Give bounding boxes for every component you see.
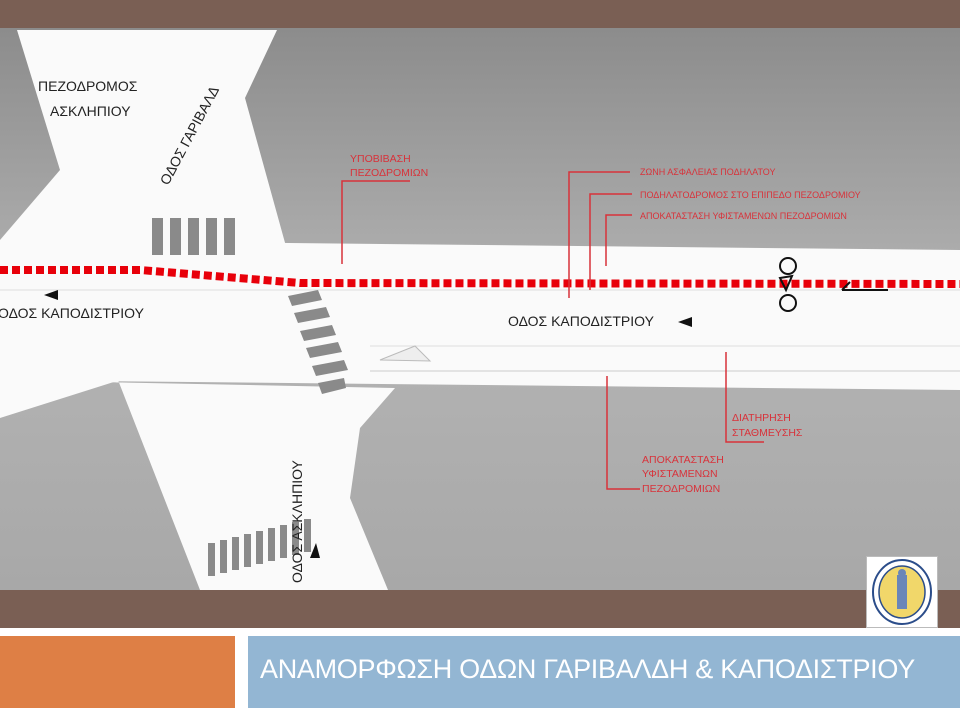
label-asklipiou-ped: ΑΣΚΛΗΠΙΟΥ — [50, 103, 131, 119]
label-diatirisi: ΔΙΑΤΗΡΗΣΗ — [732, 412, 791, 424]
bottom-bar — [0, 590, 960, 628]
annotation-leaders — [341, 171, 764, 490]
road-kapodistriou — [0, 240, 960, 390]
municipality-logo — [866, 556, 938, 628]
crosswalk-garivaldi — [152, 218, 235, 255]
crosswalk-asklipiou — [208, 519, 311, 576]
arrow-left-icon — [44, 290, 58, 300]
arrow-left-icon — [678, 317, 692, 327]
street-plan-map: ΠΕΖΟΔΡΟΜΟΣ ΑΣΚΛΗΠΙΟΥ ΟΔΟΣ ΓΑΡΙΒΑΛΔ ΟΔΟΣ … — [0, 28, 960, 590]
arrow-left-icon — [841, 281, 888, 291]
accent-box — [0, 636, 235, 708]
label-apokatastasi-top: ΑΠΟΚΑΤΑΣΤΑΣΗ ΥΦΙΣΤΑΜΕΝΩΝ ΠΕΖΟΔΡΟΜΙΩΝ — [640, 211, 847, 221]
label-ypovivasi-2: ΠΕΖΟΔΡΟΜΙΩΝ — [350, 167, 428, 179]
label-ypovivasi: ΥΠΟΒΙΒΑΣΗ — [350, 153, 411, 165]
label-diatirisi-2: ΣΤΑΘΜΕΥΣΗΣ — [732, 427, 803, 439]
label-apokatastasi-3: ΠΕΖΟΔΡΟΜΙΩΝ — [642, 483, 720, 495]
arrow-up-icon — [310, 543, 320, 558]
label-apokatastasi-2: ΥΦΙΣΤΑΜΕΝΩΝ — [642, 468, 718, 480]
bike-lane-dotted-line — [0, 266, 960, 288]
label-podilatodromos: ΠΟΔΗΛΑΤΟΔΡΟΜΟΣ ΣΤΟ ΕΠΙΠΕΔΟ ΠΕΖΟΔΡΟΜΙΟΥ — [640, 190, 861, 200]
bicycle-icon — [778, 257, 797, 312]
slide-title: ΑΝΑΜΟΡΦΩΣΗ ΟΔΩΝ ΓΑΡΙΒΑΛΔΗ & ΚΑΠΟΔΙΣΤΡΙΟΥ — [260, 654, 915, 684]
label-pezodromos: ΠΕΖΟΔΡΟΜΟΣ — [38, 78, 138, 94]
label-kapodistriou-center: ΟΔΟΣ ΚΑΠΟΔΙΣΤΡΙΟΥ — [508, 313, 655, 329]
label-kapodistriou-left: ΟΔΟΣ ΚΑΠΟΔΙΣΤΡΙΟΥ — [0, 305, 145, 321]
top-bar — [0, 0, 960, 28]
road-garivaldi — [0, 30, 287, 250]
label-zoni: ΖΩΝΗ ΑΣΦΑΛΕΙΑΣ ΠΟΔΗΛΑΤΟΥ — [640, 167, 776, 177]
label-asklipiou: ΟΔΟΣ ΑΣΚΛΗΠΙΟΥ — [289, 459, 305, 583]
crosswalk-kapodistriou — [288, 290, 348, 394]
label-apokatastasi-1: ΑΠΟΚΑΤΑΣΤΑΣΗ — [642, 454, 724, 466]
title-banner: ΑΝΑΜΟΡΦΩΣΗ ΟΔΩΝ ΓΑΡΙΒΑΛΔΗ & ΚΑΠΟΔΙΣΤΡΙΟΥ — [248, 636, 960, 708]
